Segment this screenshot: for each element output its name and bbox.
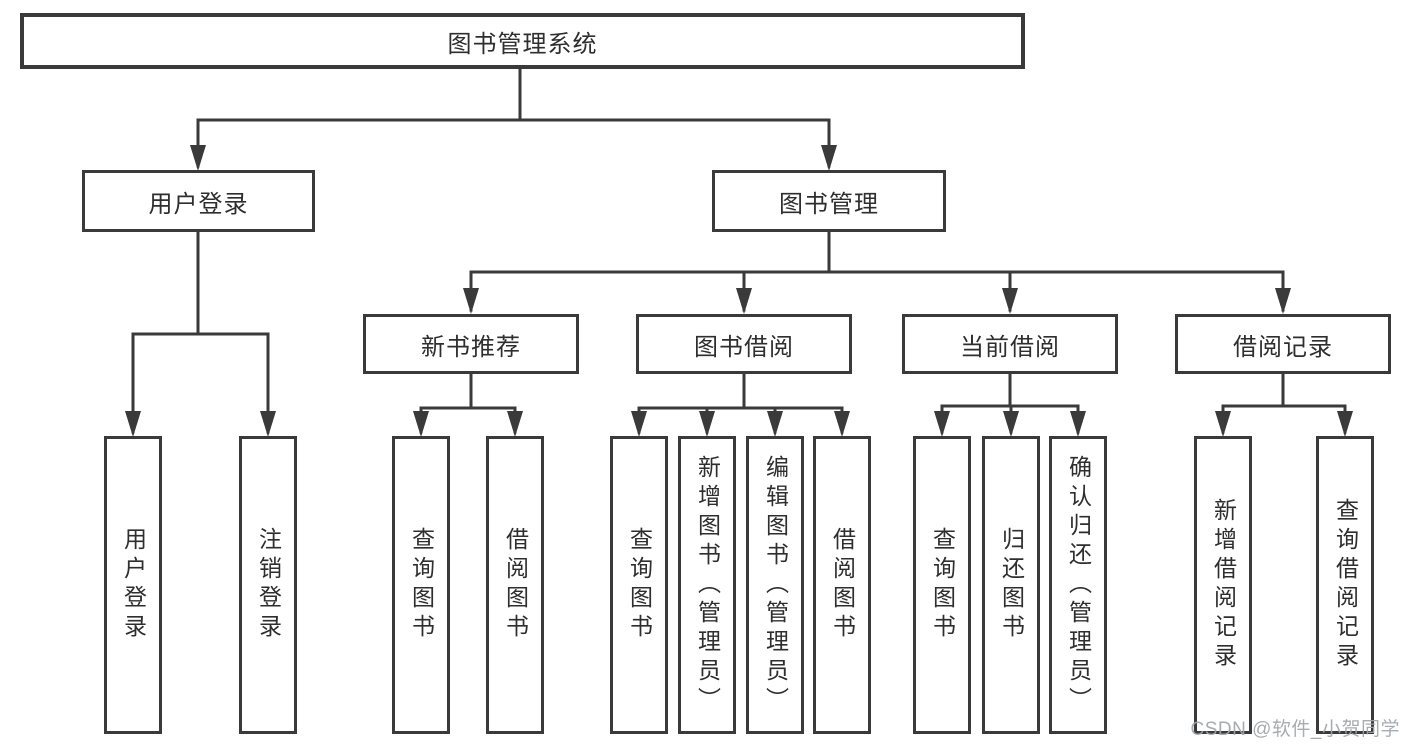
node-current-borrowing: 当前借阅 [902, 314, 1118, 374]
leaf-user-login: 用户登录 [104, 436, 162, 734]
leaf-query-books-borrow: 查询图书 [610, 436, 668, 734]
leaf-edit-books-admin: 编辑图书（管理员） [746, 436, 804, 734]
csdn-watermark: CSDN @软件_小贺同学 [1190, 719, 1400, 740]
node-borrowing-records: 借阅记录 [1175, 314, 1391, 374]
leaf-borrow-books-recommend: 借阅图书 [486, 436, 544, 734]
node-user-login: 用户登录 [82, 170, 315, 232]
node-book-borrowing: 图书借阅 [636, 314, 852, 374]
leaf-add-borrow-record: 新增借阅记录 [1194, 436, 1252, 734]
leaf-add-books-admin: 新增图书（管理员） [678, 436, 736, 734]
leaf-confirm-return-admin: 确认归还（管理员） [1049, 436, 1107, 734]
connector-paths [131, 67, 1347, 434]
leaf-query-books-current: 查询图书 [913, 436, 971, 734]
leaf-query-borrow-record: 查询借阅记录 [1316, 436, 1374, 734]
leaf-query-books-recommend: 查询图书 [392, 436, 450, 734]
node-library-management-system: 图书管理系统 [20, 13, 1025, 69]
node-book-management: 图书管理 [712, 170, 946, 232]
arrowheads [125, 145, 1353, 437]
leaf-logout: 注销登录 [239, 436, 297, 734]
node-new-book-recommendation: 新书推荐 [363, 314, 579, 374]
leaf-return-books: 归还图书 [982, 436, 1040, 734]
leaf-borrow-books: 借阅图书 [813, 436, 871, 734]
